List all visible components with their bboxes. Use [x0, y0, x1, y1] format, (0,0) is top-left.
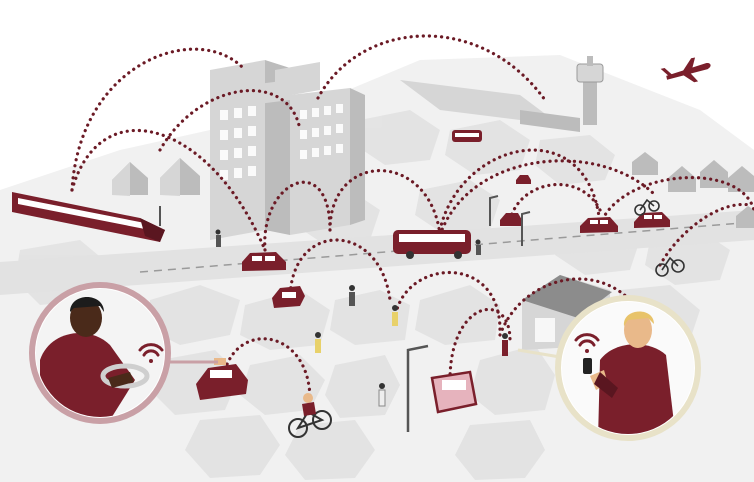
- street-lamp-icon: [159, 195, 531, 246]
- car-icon: [580, 217, 618, 233]
- pedestrian-icon: [315, 332, 321, 353]
- car-icon: [272, 286, 305, 308]
- bicycle-icon: [634, 198, 660, 216]
- pedestrian-icon: [392, 305, 398, 326]
- pedestrian-inset: [555, 295, 701, 441]
- airport: [400, 56, 604, 132]
- pedestrian-icon: [475, 239, 481, 255]
- paving-tiles: [15, 110, 730, 480]
- taxi-icon: [196, 358, 248, 400]
- bicycle-icon: [655, 256, 685, 277]
- house-icon: [112, 152, 754, 228]
- smartphone-icon: [583, 358, 592, 374]
- steering-wheel-icon: [100, 363, 150, 389]
- street-lamp-icon: [406, 344, 429, 432]
- wifi-icon: [138, 343, 164, 363]
- car-icon: [500, 213, 522, 226]
- driver-inset: [29, 282, 171, 424]
- dotted-connection-links: [70, 34, 754, 402]
- car-icon: [516, 175, 531, 184]
- train-icon: [12, 192, 165, 242]
- bus-icon: [452, 130, 482, 142]
- control-tower-icon: [576, 56, 604, 125]
- bus-icon: [393, 230, 471, 259]
- van-icon: [430, 370, 478, 414]
- car-icon: [634, 212, 670, 228]
- pedestrian-icon: [502, 333, 508, 356]
- airplane-icon: [660, 57, 711, 83]
- car-icon: [242, 252, 286, 271]
- bicycle-icon: [288, 410, 332, 438]
- pedestrian-icon: [215, 229, 221, 247]
- pedestrian-icon: [378, 383, 386, 407]
- tower-block-icon: [210, 60, 365, 240]
- pedestrian-icon: [349, 285, 355, 306]
- bicycle-icon: [302, 393, 316, 416]
- wifi-icon: [574, 333, 600, 353]
